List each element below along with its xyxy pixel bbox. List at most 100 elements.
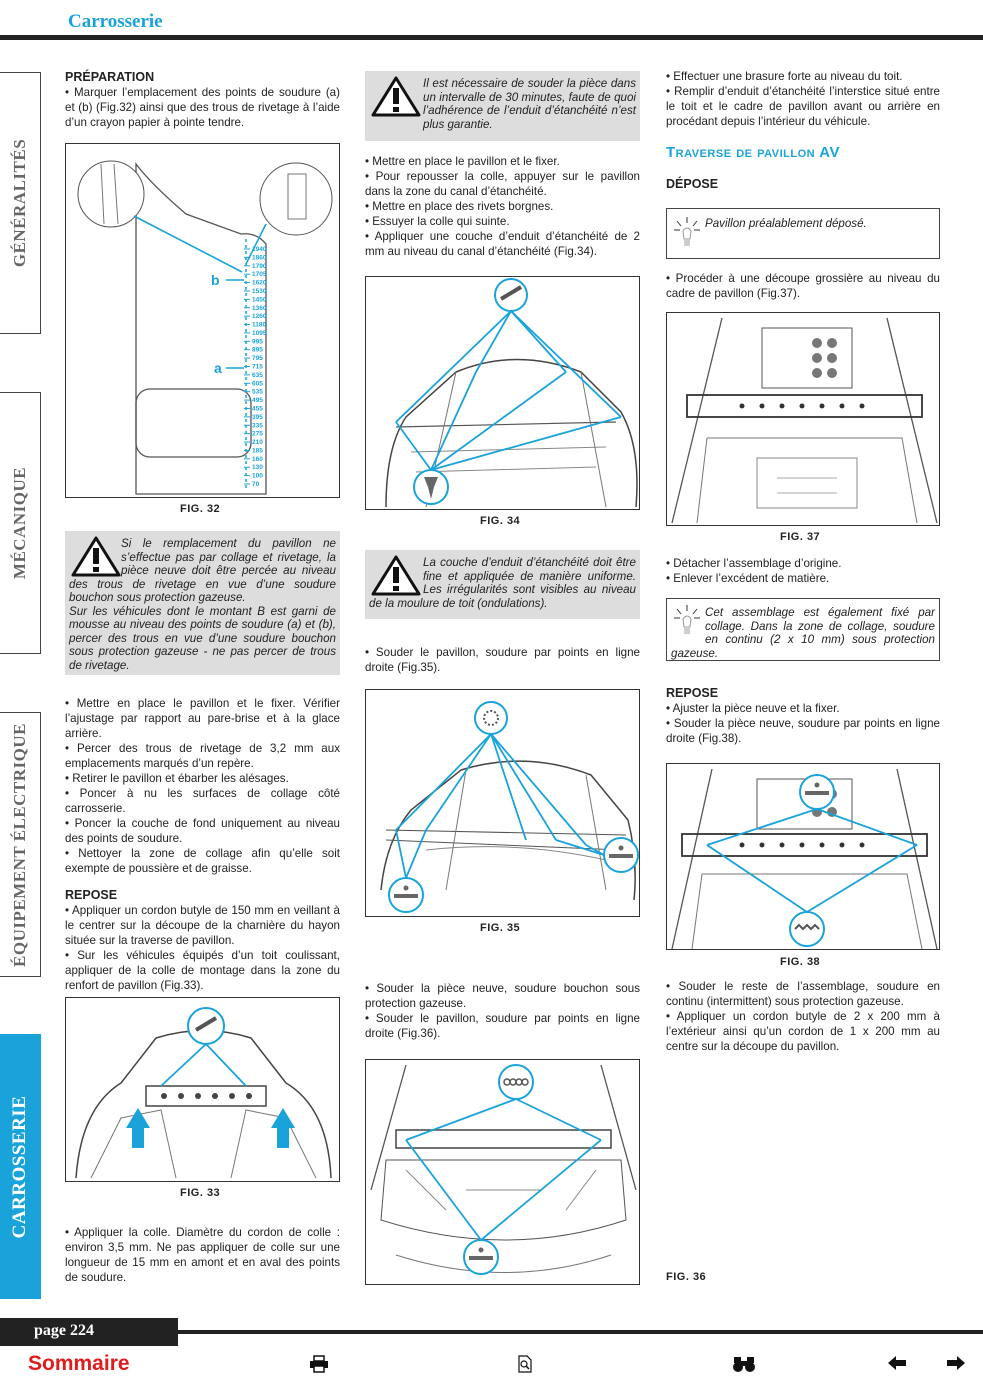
binoculars-icon[interactable] [732, 1355, 756, 1378]
paragraph: • Souder le reste de l’assemblage, soudu… [666, 980, 940, 1008]
tip-note-1: Pavillon préalablement déposé. [666, 208, 940, 259]
note-text: Si le remplacement du pavillon ne s’effe… [69, 537, 336, 604]
scale-label: 795 [252, 355, 263, 362]
caption-fig37: FIG. 37 [780, 531, 821, 543]
paragraph: • Pour repousser la colle, appuyer sur l… [365, 170, 640, 198]
rear-crossmember-weld-illustration [370, 1064, 637, 1275]
col1-top: PRÉPARATION • Marquer l’emplacement des … [65, 70, 340, 130]
paragraph: • Ajuster la pièce neuve et la fixer. [666, 702, 840, 715]
heading-preparation: PRÉPARATION [65, 70, 155, 84]
paragraph: • Mettre en place le pavillon et le fixe… [65, 697, 340, 740]
scale-label: 995 [252, 338, 263, 345]
sommaire-link[interactable]: Sommaire [28, 1352, 130, 1375]
scale-label: 210 [252, 439, 263, 446]
scale-label: 335 [252, 422, 263, 429]
scale-label: 1360 [252, 305, 267, 312]
figure-37 [666, 312, 940, 526]
side-tab-label: CARROSSERIE [9, 1095, 30, 1238]
scale-label: 160 [252, 456, 263, 463]
warning-triangle-icon [71, 536, 121, 577]
col1-middle: • Mettre en place le pavillon et le fixe… [65, 696, 340, 993]
scale-label: 895 [252, 347, 263, 354]
scale-label: 635 [252, 372, 263, 379]
side-tab-carrosserie[interactable]: CARROSSERIE [0, 1034, 41, 1299]
warning-note-1: Si le remplacement du pavillon ne s’effe… [65, 531, 340, 675]
paragraph: • Enlever l’excédent de matière. [666, 572, 830, 585]
paragraph: • Effectuer une brasure forte au niveau … [666, 70, 903, 83]
paragraph: • Procéder à une découpe grossière au ni… [666, 272, 940, 300]
warning-triangle-icon [371, 76, 421, 117]
paragraph: • Essuyer la colle qui suinte. [365, 215, 510, 228]
side-tab-generalites[interactable]: GÉNÉRALITÉS [0, 72, 41, 334]
col3-p3: • Procéder à une découpe grossière au ni… [666, 271, 940, 301]
warning-triangle-icon [371, 555, 421, 596]
warning-note-3: La couche d’enduit d’étanchéité doit êtr… [365, 550, 640, 619]
footer-rule [0, 1330, 983, 1334]
col1-bottom: • Appliquer la colle. Diamètre du cordon… [65, 1225, 340, 1285]
paragraph: • Retirer le pavillon et ébarber les alé… [65, 772, 289, 785]
paragraph: • Percer des trous de rivetage de 3,2 mm… [65, 742, 340, 770]
scale-label: 1260 [252, 313, 267, 320]
figure-34 [365, 276, 640, 510]
paragraph: • Appliquer un cordon butyle de 2 x 200 … [666, 1010, 940, 1053]
lightbulb-icon [674, 217, 700, 246]
scale-label: 1530 [252, 288, 267, 295]
caption-fig32: FIG. 32 [180, 503, 221, 515]
paragraph: • Nettoyer la zone de collage afin qu’el… [65, 847, 340, 875]
col3-bottom: • Souder le reste de l’assemblage, soudu… [666, 979, 940, 1054]
zoom-page-icon[interactable] [517, 1355, 533, 1378]
label-b: b [211, 272, 220, 288]
paragraph: • Poncer la couche de fond uniquement au… [65, 817, 340, 845]
front-crossmember-weld-illustration [671, 768, 938, 949]
scale-label: 1860 [252, 254, 267, 261]
scale-label: 185 [252, 447, 263, 454]
side-tab-label: GÉNÉRALITÉS [10, 138, 29, 268]
header-rule [0, 35, 983, 40]
paragraph: • Sur les véhicules équipés d’un toit co… [65, 949, 340, 992]
scale-label: 100 [252, 473, 263, 480]
tip-text: Pavillon préalablement déposé. [705, 217, 867, 230]
heading-repose: REPOSE [65, 888, 118, 902]
figure-33 [65, 997, 340, 1182]
caption-fig38: FIG. 38 [780, 956, 821, 968]
scale-label: 275 [252, 431, 263, 438]
paragraph: • Marquer l’emplacement des points de so… [65, 86, 340, 129]
page-number: page 224 [34, 1322, 94, 1339]
page-header-title: Carrosserie [68, 11, 163, 32]
paragraph: • Mettre en place le pavillon et le fixe… [365, 155, 560, 168]
tip-text: Cet assemblage est également fixé par co… [671, 606, 935, 660]
col3-top: • Effectuer une brasure forte au niveau … [666, 69, 940, 129]
section-title-traverse: Traverse de pavillon AV [666, 144, 840, 161]
heading-depose: DÉPOSE [666, 177, 719, 191]
scale-label: 1705 [252, 271, 267, 278]
scale-label: 535 [252, 389, 263, 396]
scale-label: 1180 [252, 322, 266, 329]
label-a: a [214, 360, 222, 376]
printer-icon[interactable] [309, 1355, 329, 1378]
side-tab-equipement-electrique[interactable]: ÉQUIPEMENT ÉLECTRIQUE [0, 712, 41, 977]
scale-label: 395 [252, 414, 263, 421]
figure-36 [365, 1059, 640, 1285]
paragraph: • Remplir d’enduit d’étanchéité l’inters… [666, 85, 940, 128]
car-roof-sealing-illustration [385, 278, 638, 508]
tip-note-2: Cet assemblage est également fixé par co… [666, 598, 940, 661]
scale-label: 495 [252, 397, 263, 404]
warning-note-2: Il est nécessaire de souder la pièce dan… [365, 71, 640, 141]
page-number-box: page 224 [0, 1318, 178, 1346]
caption-fig35: FIG. 35 [480, 922, 521, 934]
scale-label: 70 [252, 481, 260, 488]
note-text: La couche d’enduit d’étanchéité doit êtr… [369, 556, 636, 610]
front-crossmember-cut-illustration [671, 317, 938, 524]
arrow-left-icon[interactable] [887, 1355, 907, 1376]
side-tab-mecanique[interactable]: MÉCANIQUE [0, 392, 41, 654]
col2-bottom: • Souder la pièce neuve, soudure bouchon… [365, 981, 640, 1041]
paragraph: • Souder la pièce neuve, soudure bouchon… [365, 982, 640, 1010]
paragraph: • Souder le pavillon, soudure par points… [365, 646, 640, 674]
paragraph: • Mettre en place des rivets borgnes. [365, 200, 554, 213]
figure-35 [365, 689, 640, 917]
side-tab-label: MÉCANIQUE [10, 466, 29, 580]
scale-label: 1790 [252, 263, 267, 270]
arrow-right-icon[interactable] [946, 1355, 966, 1376]
scale-label: 605 [252, 380, 263, 387]
